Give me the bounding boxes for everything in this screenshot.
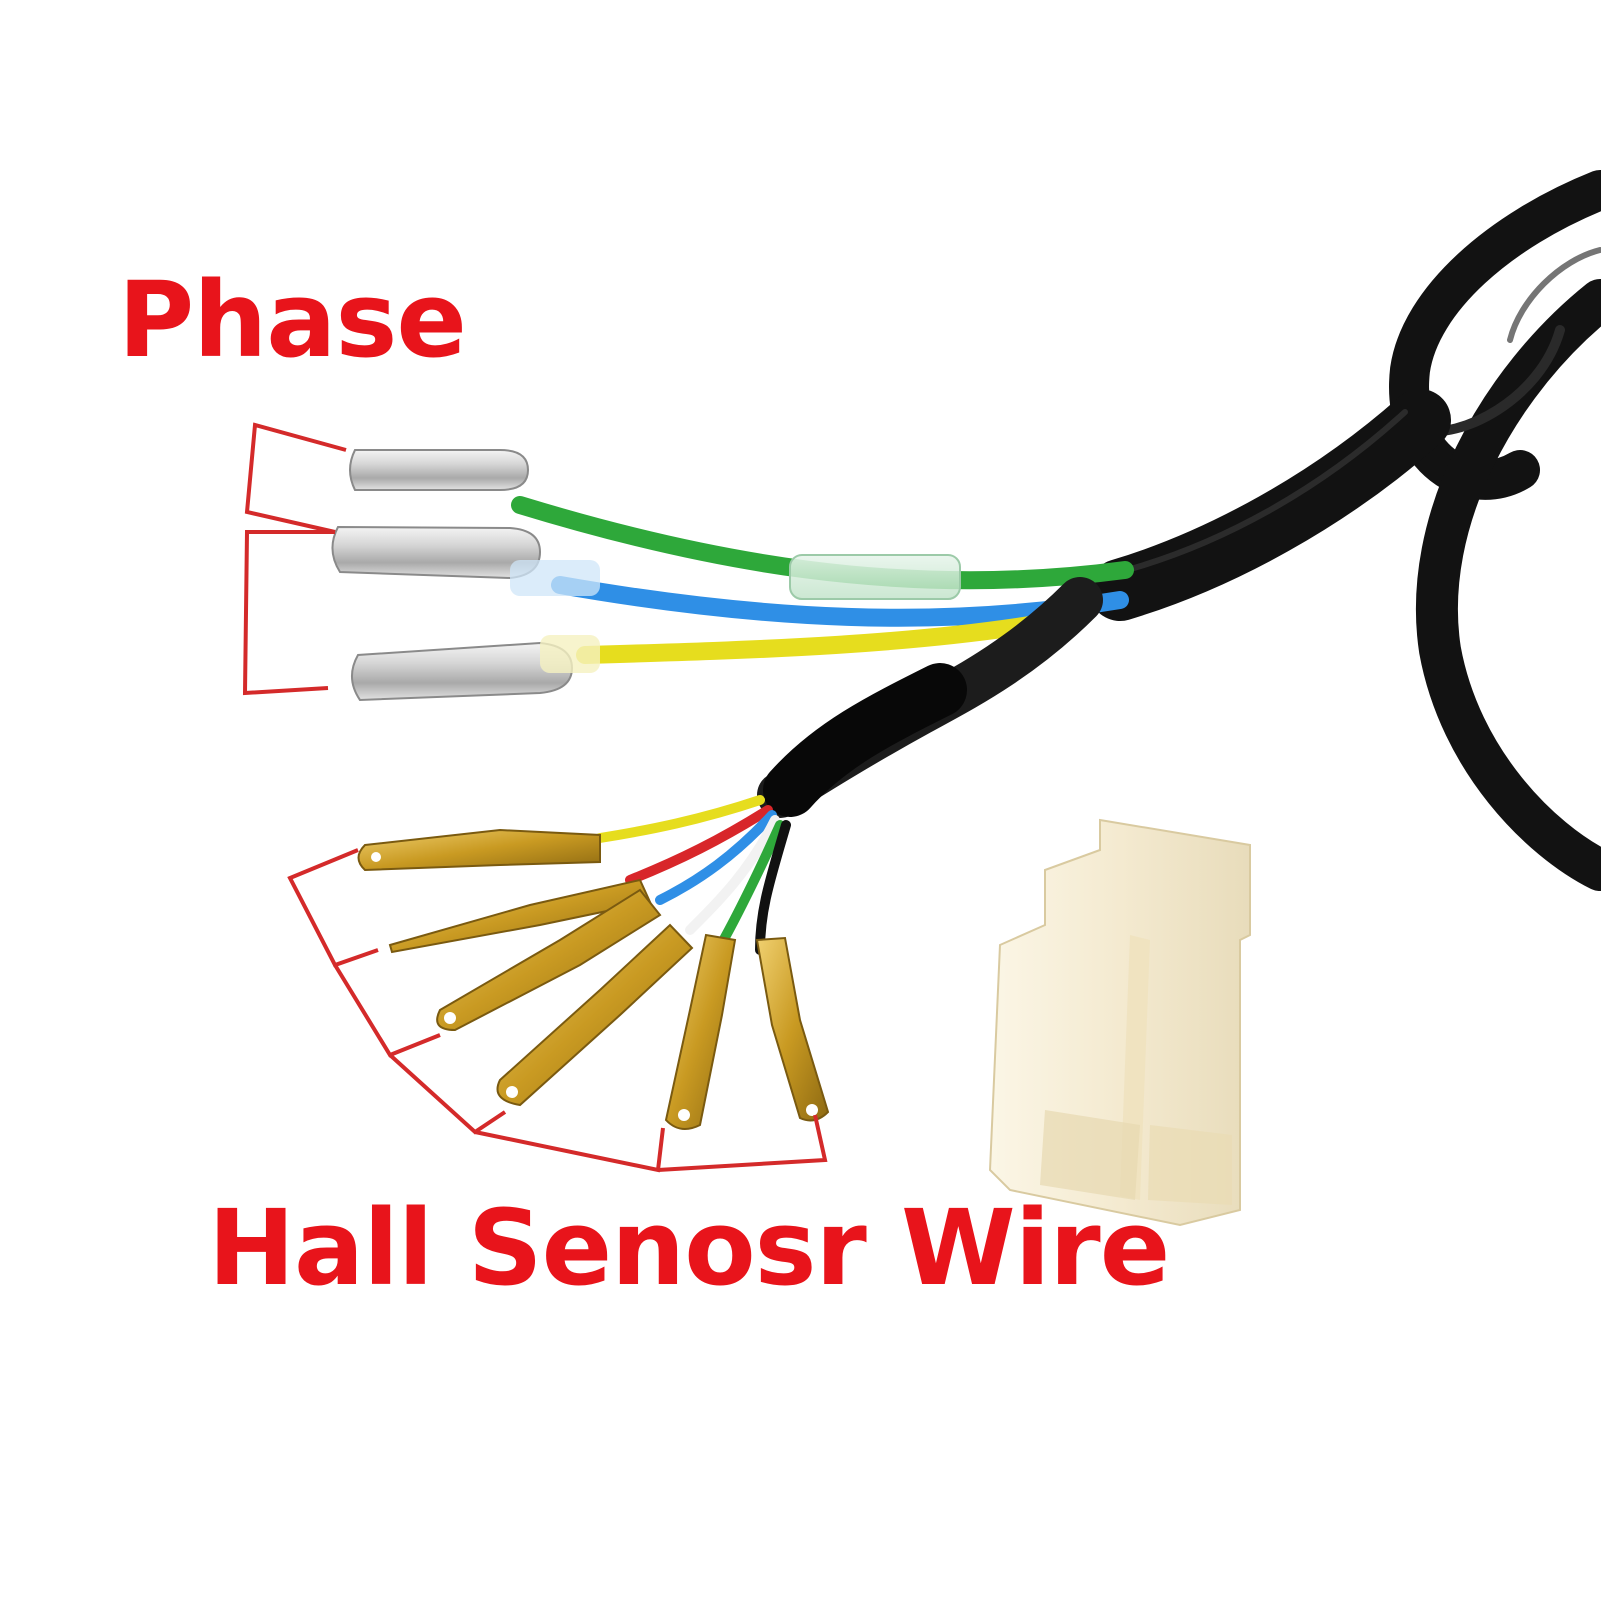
hall-pin-3 (436, 888, 662, 1032)
hall-bracket (287, 848, 828, 1173)
main-cable (1089, 389, 1451, 621)
hall-pin-5 (664, 933, 737, 1130)
bullet-connector-green (349, 449, 530, 491)
phase-connectors (331, 449, 600, 702)
hall-sheath (757, 577, 1103, 818)
hall-sensor-label: Hall Senosr Wire (208, 1187, 1170, 1309)
hall-pins (357, 828, 830, 1130)
phase-label: Phase (118, 259, 467, 381)
cable-loop (1389, 170, 1601, 891)
hall-pin-4 (496, 923, 694, 1107)
hall-pin-6 (755, 936, 830, 1122)
phase-bracket (242, 422, 347, 696)
bullet-connector-blue (331, 525, 600, 596)
hall-pin-1 (357, 828, 601, 872)
bullet-connector-yellow (351, 635, 600, 702)
hall-connector-housing (988, 818, 1251, 1227)
